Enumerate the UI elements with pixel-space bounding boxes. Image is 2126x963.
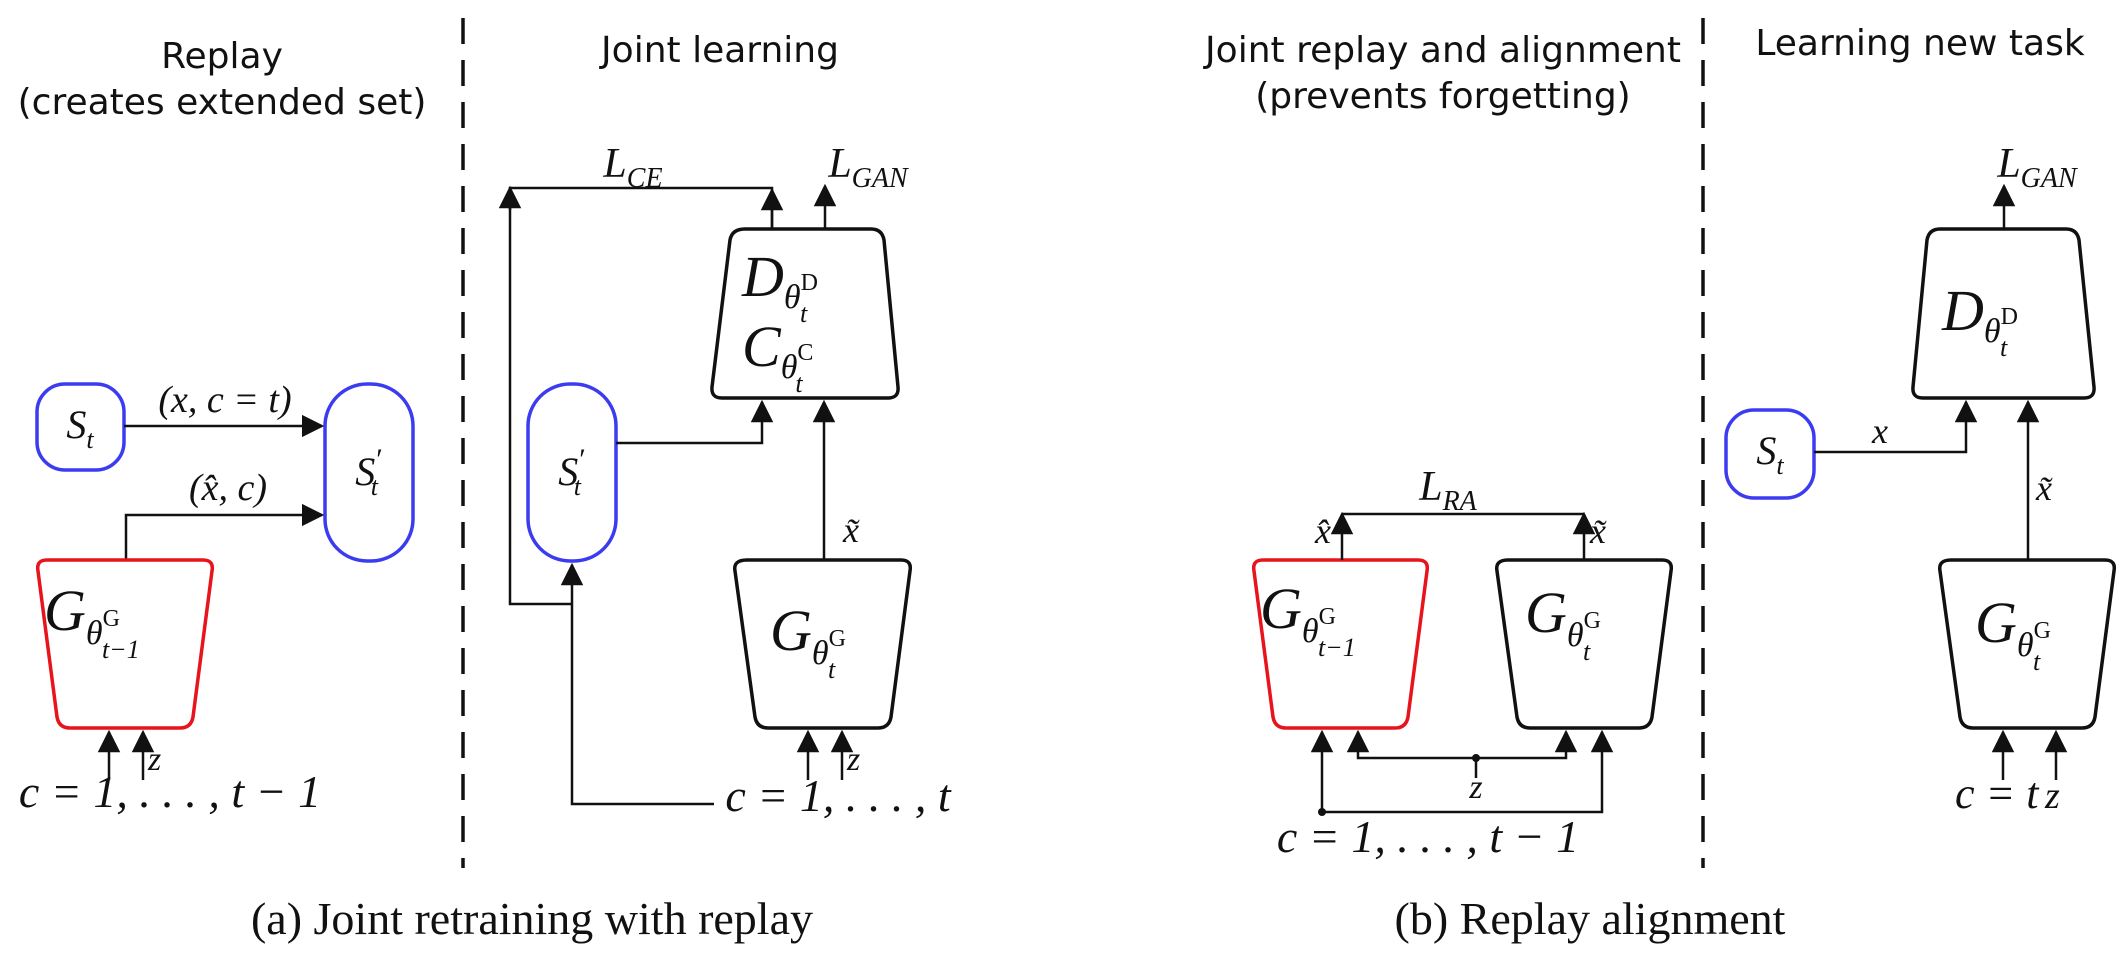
s-t-prime-joint-label: S′t [558, 443, 586, 501]
generator-prev-node [35, 558, 215, 730]
x-tilde-label-a: x̃ [842, 510, 860, 550]
c-junction [1318, 808, 1326, 816]
s-t-node-b [1724, 408, 1816, 500]
c-t-label: c = t [1955, 769, 2040, 818]
edge-x-real-b [1814, 399, 1978, 454]
header-joint-learning: Joint learning [599, 30, 839, 71]
edge-z-shared [1356, 732, 1568, 760]
header-joint-replay-alignment: Joint replay and alignment [1203, 30, 1681, 71]
edge-st-prime-to-d [616, 399, 774, 445]
edge-replay [124, 503, 325, 560]
generator-cur-node [733, 558, 913, 730]
edge-replay-label: (x̂, c) [189, 467, 267, 509]
header-replay-line2: (creates extended set) [18, 82, 427, 123]
header-learning-new-task: Learning new task [1755, 23, 2085, 64]
caption-a: (a) Joint retraining with replay [251, 893, 813, 944]
header-prevents-forgetting: (prevents forgetting) [1255, 76, 1630, 117]
s-t-prime-node [323, 382, 415, 563]
s-t-prime-node-joint [526, 382, 618, 563]
loss-gan-label-b: LGAN [1996, 141, 2078, 194]
loss-ce-label: LCE [602, 141, 662, 194]
s-t-label-b: St [1756, 428, 1784, 480]
edge-real-label: (x, c = t) [158, 379, 291, 421]
x-tilde-label-new: x̃ [2035, 468, 2053, 508]
discriminator-classifier-node [710, 227, 900, 400]
generator-prev-node-b [1251, 558, 1430, 730]
x-hat-label: x̂ [1314, 511, 1331, 551]
edge-c-to-st-prime [560, 562, 714, 806]
loss-gan-label-a: LGAN [827, 141, 909, 194]
loss-ra-label: LRA [1418, 464, 1477, 517]
discriminator-node-b [1911, 227, 2096, 400]
header-replay-line1: Replay [161, 36, 283, 77]
generator-new-node [1937, 558, 2117, 730]
generator-cur-node-b [1494, 558, 1674, 730]
c-range-cur: c = 1, . . . , t [725, 770, 951, 821]
caption-b: (b) Replay alignment [1395, 893, 1786, 944]
s-t-prime-label: S′t [355, 443, 383, 501]
arrow-c-b2 [1322, 729, 1614, 814]
z-label-new: z [2044, 775, 2060, 817]
x-label-b: x [1871, 411, 1888, 451]
z-label-a2: z [846, 741, 860, 778]
z-label-a1: z [147, 741, 161, 778]
c-range-b: c = 1, . . . , t − 1 [1277, 811, 1579, 862]
z-label-b: z [1468, 769, 1482, 806]
s-t-label: St [66, 402, 94, 454]
c-range-prev: c = 1, . . . , t − 1 [19, 766, 321, 817]
x-tilde-label-b: x̃ [1589, 511, 1607, 551]
